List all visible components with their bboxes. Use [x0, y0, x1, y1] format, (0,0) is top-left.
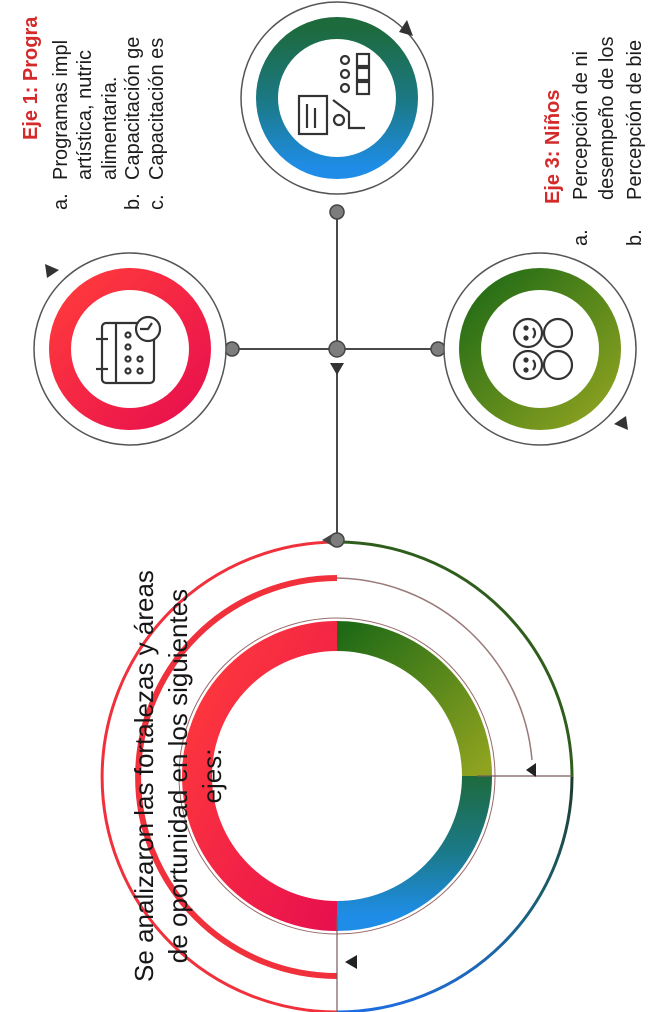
ring-left-red	[182, 621, 338, 931]
eje3-title: Eje 3: Niños	[542, 89, 564, 204]
eje3-circle	[443, 252, 637, 446]
eje1-item-a-line3: alimentaria.	[99, 76, 121, 180]
arrow-bottom-ring	[345, 955, 357, 969]
ring-right-bottom-teal	[336, 775, 492, 931]
eje1-item-c-line1: Capacitación es	[146, 37, 168, 180]
eje1-item-a-line1: Programas impl	[50, 39, 72, 180]
eje3-arrow	[614, 416, 628, 430]
eje1-item-b-marker: b.	[122, 193, 144, 210]
eje3-item-a-marker: a.	[570, 229, 592, 246]
center-text: Se analizaron las fortalezas y áreas de …	[129, 570, 227, 982]
eje3-item-a-line1: Percepción de ni	[570, 51, 592, 200]
eje1-item-a-marker: a.	[50, 193, 72, 210]
eje1-arrow	[45, 264, 59, 278]
node-main	[329, 532, 345, 548]
arrow-right-ring	[526, 763, 536, 777]
eje2-circle	[240, 1, 434, 195]
connector-nodes	[224, 204, 446, 548]
eje2-arrow	[399, 20, 413, 36]
outer-arc-right-bottom	[336, 776, 574, 1012]
outer-arc-left	[100, 540, 338, 1012]
children-icon	[512, 317, 574, 381]
outer-arc-right-top	[336, 540, 574, 778]
node-right	[430, 341, 446, 357]
eje1-title: Eje 1: Progra	[20, 16, 42, 140]
eje3-item-a-line2: desempeño de los	[596, 36, 618, 200]
inner-arc-left	[135, 575, 338, 979]
inner-arc-right-a	[336, 577, 533, 761]
eje1-item-c-marker: c.	[146, 194, 168, 210]
calendar-clock-icon	[96, 315, 162, 385]
main-circle	[100, 533, 574, 1012]
main-arrow	[330, 363, 344, 375]
node-center	[328, 340, 346, 358]
ring-right-top-green	[336, 621, 492, 777]
eje1-item-b-line1: Capacitación ge	[122, 36, 144, 180]
eje3-item-b-line1: Percepción de bie	[624, 39, 646, 200]
eje1-item-a-line2: artística, nutric	[74, 49, 96, 180]
node-top	[329, 204, 345, 220]
eje3-item-b-marker: b.	[624, 229, 646, 246]
node-left	[224, 341, 240, 357]
teacher-classroom-icon	[297, 52, 371, 136]
connector-lines	[232, 212, 438, 540]
